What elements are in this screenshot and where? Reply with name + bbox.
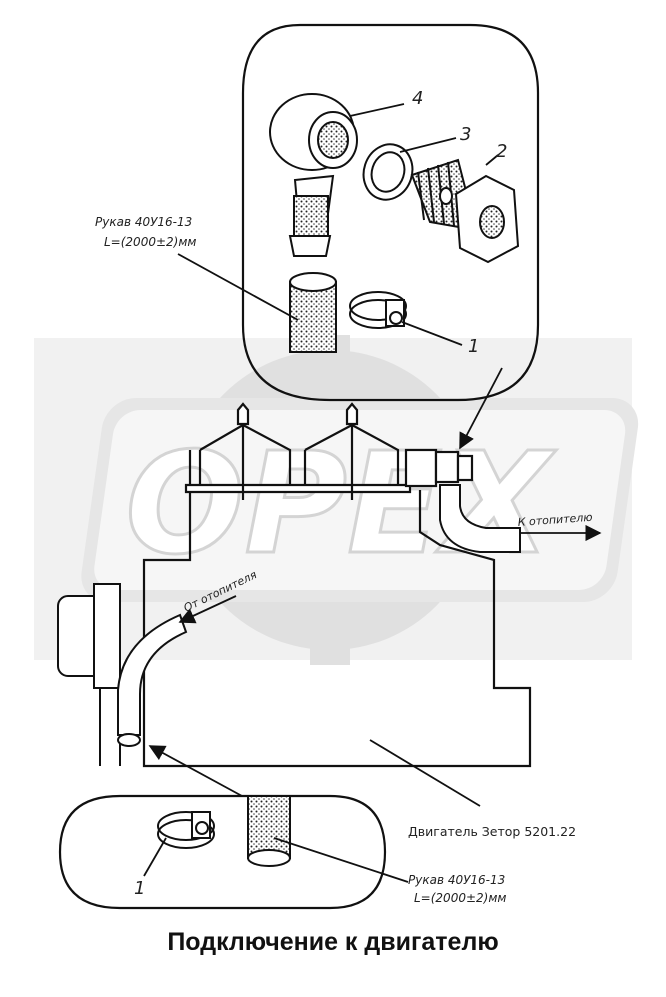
heater-inlet-pipe: [117, 613, 188, 747]
engine-outline: [142, 402, 532, 768]
callout-3: 3: [460, 124, 471, 145]
hose-bottom-label-line1: Рукав 40У16-13: [408, 873, 505, 887]
banjo-bolt: [410, 158, 520, 264]
banjo-fitting: [269, 93, 358, 257]
bottom-detail-bubble: [58, 794, 387, 910]
callout-2: 2: [496, 141, 507, 162]
to-heater-label: К отопителю: [517, 511, 593, 529]
callout-1-top: 1: [468, 336, 479, 357]
hose-top: [289, 272, 337, 353]
hose-bottom-label-line2: L=(2000±2)мм: [414, 891, 506, 905]
hose-top-label-line2: L=(2000±2)мм: [104, 235, 196, 249]
callout-4: 4: [412, 88, 423, 109]
leader-lines: [143, 103, 602, 883]
hose-bottom: [247, 795, 291, 867]
hose-clamp-bottom: [157, 811, 215, 849]
hose-clamp-top: [349, 291, 407, 329]
callout-1-bottom: 1: [134, 878, 145, 899]
hose-top-label-line1: Рукав 40У16-13: [95, 215, 192, 229]
washer: [362, 143, 414, 201]
engine-label: Двигатель Зетор 5201.22: [408, 824, 576, 839]
pulley-assembly: [57, 583, 121, 766]
figure-caption: Подключение к двигателю: [167, 928, 499, 956]
heater-outlet-pipe: [439, 484, 521, 553]
watermark: ОРЕХ: [34, 335, 639, 665]
top-detail-bubble: [241, 23, 540, 402]
watermark-text: ОРЕХ: [125, 423, 556, 586]
